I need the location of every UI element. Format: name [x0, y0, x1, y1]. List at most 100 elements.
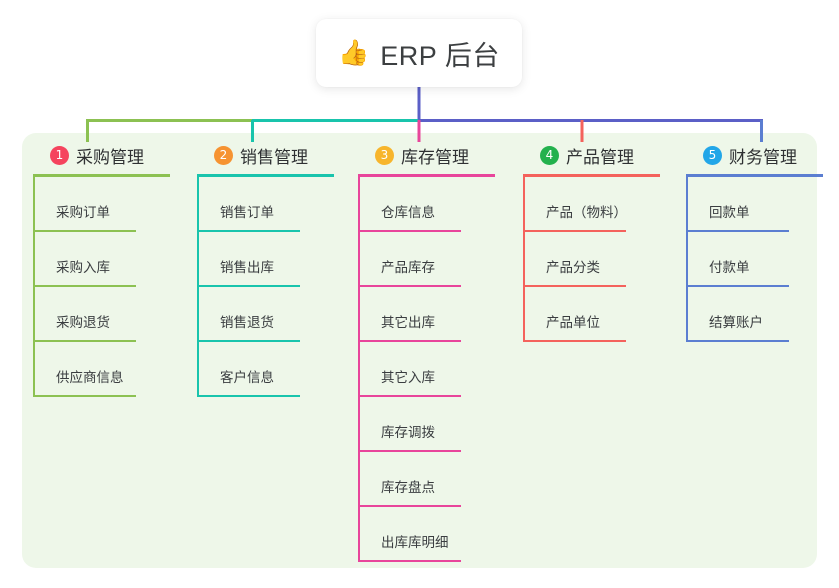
branch-column-5: 5 财务管理回款单付款单结算账户 [683, 133, 839, 342]
column-header-1[interactable]: 1 采购管理 [30, 133, 190, 177]
list-item[interactable]: 其它入库 [355, 342, 515, 397]
list-item-label: 其它出库 [381, 315, 435, 330]
list-item[interactable]: 客户信息 [194, 342, 354, 397]
list-item-label: 出库库明细 [381, 535, 449, 550]
column-badge-2: 2 [214, 145, 233, 165]
list-item-rule [358, 450, 461, 452]
column-item-list-3: 仓库信息产品库存其它出库其它入库库存调拨库存盘点出库库明细 [355, 177, 515, 562]
list-item[interactable]: 采购订单 [30, 177, 190, 232]
column-badge-4: 4 [540, 145, 559, 165]
list-item-label: 仓库信息 [381, 205, 435, 220]
list-item-label: 供应商信息 [56, 370, 124, 385]
column-header-rule-1 [33, 174, 170, 177]
list-item-label: 客户信息 [220, 370, 274, 385]
column-container: 1 采购管理采购订单采购入库采购退货供应商信息 2 销售管理销售订单销售出库销售退货客… [22, 133, 823, 568]
list-item[interactable]: 销售退货 [194, 287, 354, 342]
list-item-rule [686, 285, 789, 287]
list-item-rule [358, 505, 461, 507]
list-item-label: 销售退货 [220, 315, 274, 330]
list-item[interactable]: 结算账户 [683, 287, 839, 342]
list-item-label: 库存盘点 [381, 480, 435, 495]
root-title-label: ERP 后台 [380, 40, 500, 71]
branch-column-4: 4 产品管理产品（物料） 产品分类产品单位 [520, 133, 680, 342]
list-item[interactable]: 产品单位 [520, 287, 680, 342]
list-item-rule [197, 285, 300, 287]
list-item-rule [358, 230, 461, 232]
root-title-inner: 👍 ERP 后台 [338, 34, 500, 73]
list-item-label: 销售订单 [220, 205, 274, 220]
list-item[interactable]: 付款单 [683, 232, 839, 287]
column-badge-1: 1 [50, 145, 69, 165]
list-item-rule [358, 560, 461, 562]
column-header-5[interactable]: 5 财务管理 [683, 133, 839, 177]
list-item[interactable]: 库存调拨 [355, 397, 515, 452]
column-header-rule-4 [523, 174, 660, 177]
list-item[interactable]: 产品分类 [520, 232, 680, 287]
list-item[interactable]: 产品（物料） [520, 177, 680, 232]
list-item[interactable]: 库存盘点 [355, 452, 515, 507]
list-item-rule [33, 395, 136, 397]
list-item-label: 产品库存 [381, 260, 435, 275]
list-item-rule [686, 340, 789, 342]
column-title-4: 产品管理 [566, 147, 634, 167]
list-item-label: 库存调拨 [381, 425, 435, 440]
column-header-rule-3 [358, 174, 495, 177]
column-header-rule-5 [686, 174, 823, 177]
list-item-label: 销售出库 [220, 260, 274, 275]
list-item[interactable]: 销售出库 [194, 232, 354, 287]
list-item-label: 结算账户 [709, 315, 763, 330]
branch-column-1: 1 采购管理采购订单采购入库采购退货供应商信息 [30, 133, 190, 397]
list-item-rule [523, 230, 626, 232]
list-item-label: 产品（物料） [546, 205, 627, 220]
list-item-rule [523, 340, 626, 342]
column-spine-3 [358, 177, 360, 562]
column-badge-3: 3 [375, 145, 394, 165]
column-spine-5 [686, 177, 688, 342]
column-spine-1 [33, 177, 35, 397]
list-item[interactable]: 仓库信息 [355, 177, 515, 232]
list-item[interactable]: 销售订单 [194, 177, 354, 232]
list-item-rule [358, 395, 461, 397]
list-item[interactable]: 供应商信息 [30, 342, 190, 397]
list-item-rule [686, 230, 789, 232]
list-item-rule [358, 340, 461, 342]
list-item[interactable]: 出库库明细 [355, 507, 515, 562]
column-spine-2 [197, 177, 199, 397]
list-item[interactable]: 产品库存 [355, 232, 515, 287]
column-item-list-4: 产品（物料） 产品分类产品单位 [520, 177, 680, 342]
list-item-label: 付款单 [709, 260, 750, 275]
column-title-5: 财务管理 [729, 147, 797, 167]
column-header-4[interactable]: 4 产品管理 [520, 133, 680, 177]
list-item[interactable]: 其它出库 [355, 287, 515, 342]
list-item-rule [523, 285, 626, 287]
column-item-list-1: 采购订单采购入库采购退货供应商信息 [30, 177, 190, 397]
list-item-rule [358, 285, 461, 287]
list-item-label: 其它入库 [381, 370, 435, 385]
list-item[interactable]: 回款单 [683, 177, 839, 232]
column-badge-5: 5 [703, 145, 722, 165]
list-item-rule [197, 395, 300, 397]
list-item-rule [33, 340, 136, 342]
list-item[interactable]: 采购入库 [30, 232, 190, 287]
list-item-label: 采购订单 [56, 205, 110, 220]
list-item-label: 采购退货 [56, 315, 110, 330]
list-item-rule [197, 340, 300, 342]
column-header-2[interactable]: 2 销售管理 [194, 133, 354, 177]
column-title-2: 销售管理 [240, 147, 308, 167]
list-item-rule [33, 285, 136, 287]
column-spine-4 [523, 177, 525, 342]
thumbs-up-icon: 👍 [338, 38, 370, 67]
branch-column-2: 2 销售管理销售订单销售出库销售退货客户信息 [194, 133, 354, 397]
list-item-label: 采购入库 [56, 260, 110, 275]
column-header-rule-2 [197, 174, 334, 177]
diagram-panel-background [22, 133, 817, 568]
list-item-rule [33, 230, 136, 232]
column-title-1: 采购管理 [76, 147, 144, 167]
column-item-list-2: 销售订单销售出库销售退货客户信息 [194, 177, 354, 397]
list-item-rule [197, 230, 300, 232]
list-item[interactable]: 采购退货 [30, 287, 190, 342]
root-title-card[interactable]: 👍 ERP 后台 [316, 19, 522, 87]
column-item-list-5: 回款单付款单结算账户 [683, 177, 839, 342]
